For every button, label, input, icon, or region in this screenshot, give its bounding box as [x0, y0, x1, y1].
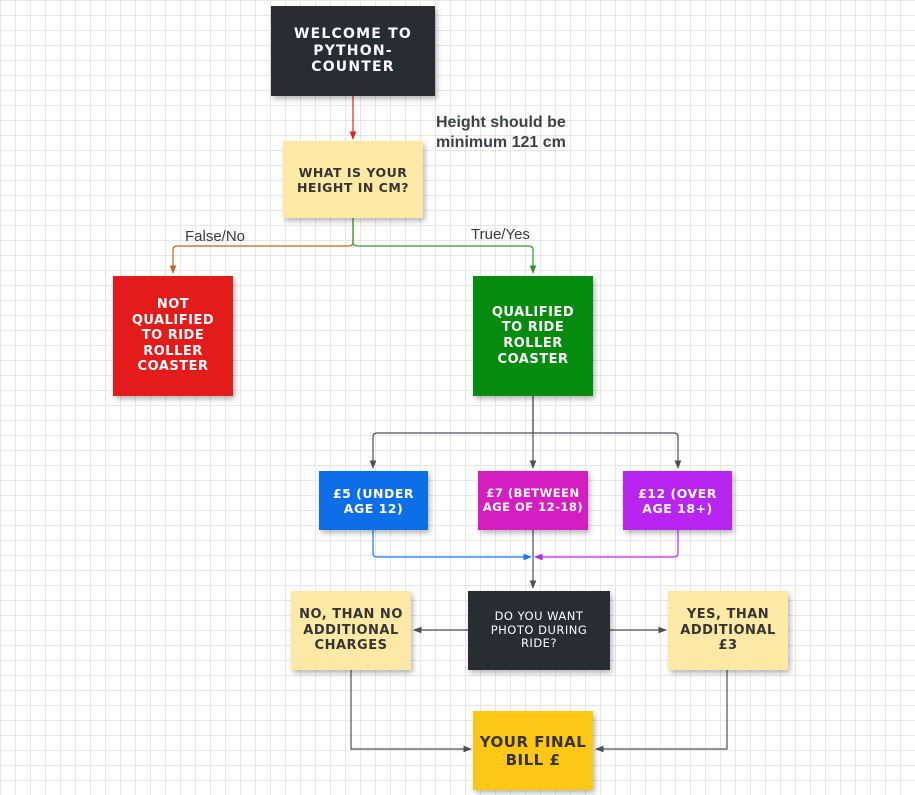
node-price-under-12[interactable]: £5 (UNDER AGE 12) [319, 471, 428, 530]
node-price-under-12-text: £5 (UNDER AGE 12) [332, 485, 415, 516]
connector-qualified-to-price5 [369, 396, 534, 469]
node-price-over-18-text: £12 (OVER AGE 18+) [638, 485, 717, 516]
node-price-12-18[interactable]: £7 (BETWEEN AGE OF 12-18) [478, 471, 588, 530]
node-not-qualified[interactable]: NOT QUALIFIED TO RIDE ROLLER COASTER [113, 276, 233, 396]
node-no-photo[interactable]: NO, THAN NO ADDITIONAL CHARGES [291, 591, 411, 670]
node-final-bill[interactable]: YOUR FINAL BILL £ [473, 711, 593, 790]
connector-no-to-final [350, 670, 472, 753]
node-price-over-18[interactable]: £12 (OVER AGE 18+) [623, 471, 732, 530]
node-height-question-text: WHAT IS YOUR HEIGHT IN CM? [296, 164, 410, 195]
edge-label-false-no: False/No [185, 228, 246, 245]
connector-height-false [169, 218, 354, 274]
node-height-question[interactable]: WHAT IS YOUR HEIGHT IN CM? [283, 141, 423, 218]
connector-qualified-to-price12 [533, 432, 682, 469]
connector-price5-to-merge [372, 530, 532, 561]
node-not-qualified-text: NOT QUALIFIED TO RIDE ROLLER COASTER [131, 297, 215, 375]
height-requirement-note: Height should be minimum 121 cm [436, 114, 566, 151]
connector-yes-to-final [595, 670, 728, 753]
node-yes-photo[interactable]: YES, THAN ADDITIONAL £3 [668, 591, 788, 670]
node-welcome[interactable]: WELCOME TO PYTHON-COUNTER [271, 6, 435, 96]
node-no-photo-text: NO, THAN NO ADDITIONAL CHARGES [299, 607, 403, 654]
node-photo-question-text: DO YOU WANT PHOTO DURING RIDE? [490, 608, 588, 651]
connector-height-true [352, 218, 537, 274]
node-qualified[interactable]: QUALIFIED TO RIDE ROLLER COASTER [473, 276, 593, 396]
node-price-12-18-text: £7 (BETWEEN AGE OF 12-18) [482, 485, 584, 514]
edge-label-true-yes: True/Yes [471, 226, 530, 243]
node-qualified-text: QUALIFIED TO RIDE ROLLER COASTER [491, 304, 575, 367]
connector-price12-to-merge [534, 530, 679, 561]
node-welcome-text: WELCOME TO PYTHON-COUNTER [294, 25, 412, 76]
node-final-bill-text: YOUR FINAL BILL £ [479, 732, 587, 769]
node-yes-photo-text: YES, THAN ADDITIONAL £3 [680, 607, 776, 654]
node-photo-question[interactable]: DO YOU WANT PHOTO DURING RIDE? [468, 591, 610, 670]
